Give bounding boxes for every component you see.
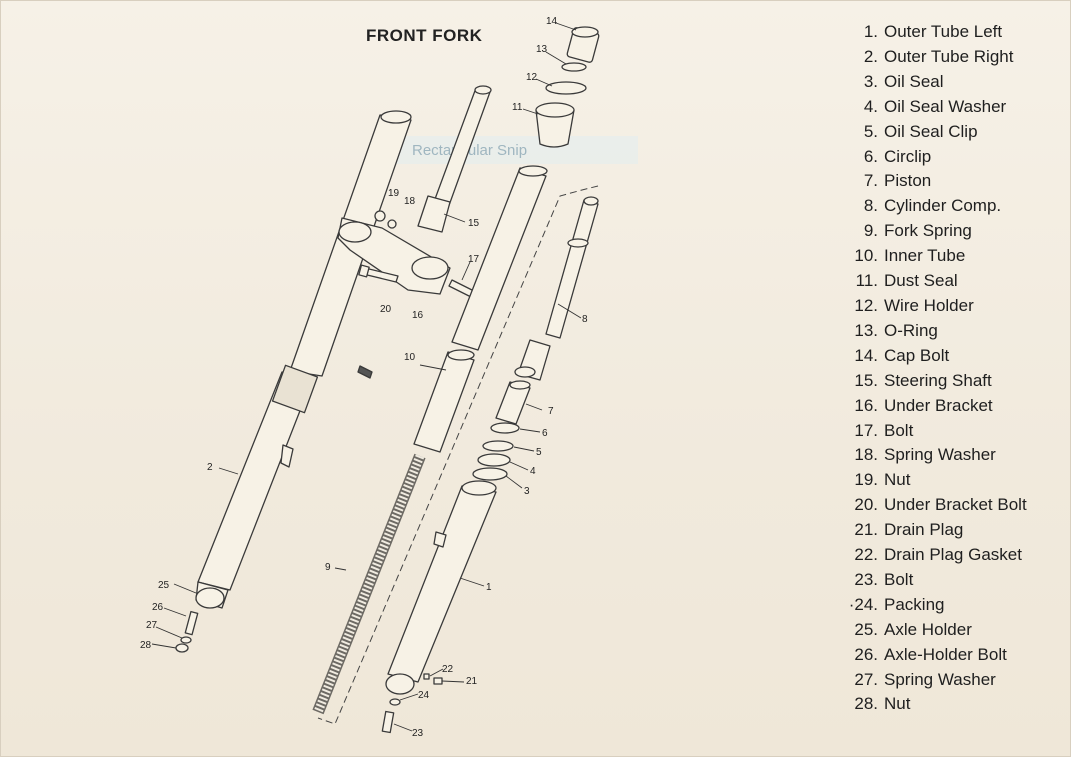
part-steering-shaft [417, 85, 492, 233]
callout-27: 27 [146, 620, 158, 631]
part-wire-holder [545, 81, 587, 95]
part-outer-tube-left [385, 480, 497, 695]
callout-13: 13 [536, 44, 548, 55]
leader-lines [151, 22, 582, 732]
part-axle-holder-bolt [184, 610, 199, 636]
legend-item: 28.Nut [854, 694, 911, 714]
legend-item: 15.Steering Shaft [854, 370, 992, 390]
legend-item: 5.Oil Seal Clip [863, 121, 978, 141]
callout-5: 5 [536, 447, 542, 458]
part-oil-seal [472, 467, 508, 481]
legend-item: 14.Cap Bolt [854, 345, 950, 365]
legend-item: 18.Spring Washer [854, 445, 996, 465]
callout-3: 3 [524, 486, 530, 497]
part-under-bracket [337, 210, 451, 295]
callout-23: 23 [412, 728, 424, 739]
part-fork-spring [312, 453, 426, 715]
part-circlip [490, 422, 520, 434]
legend-item: 7.Piston [863, 171, 932, 191]
diagram-title: FRONT FORK [366, 26, 483, 45]
part-outer-tube-right [195, 110, 412, 609]
callout-17: 17 [468, 254, 480, 265]
callout-7: 7 [548, 406, 554, 417]
part-nut-19 [357, 365, 373, 379]
callout-21: 21 [466, 676, 478, 687]
legend-item: 21.Drain Plag [854, 520, 964, 540]
legend-item: 20.Under Bracket Bolt [854, 495, 1027, 515]
callout-4: 4 [530, 466, 536, 477]
callout-16: 16 [412, 310, 424, 321]
legend-item: 2.Outer Tube Right [863, 46, 1014, 66]
callout-22: 22 [442, 664, 454, 675]
callout-24: 24 [418, 690, 430, 701]
callout-19: 19 [388, 188, 400, 199]
part-piston [495, 380, 531, 425]
legend-item: 22.Drain Plag Gasket [854, 545, 1022, 565]
part-bolt-23 [381, 710, 395, 734]
legend-item: 4.Oil Seal Washer [863, 96, 1007, 116]
callout-28: 28 [140, 640, 152, 651]
parts-legend: 1.Outer Tube Left 2.Outer Tube Right 3.O… [842, 20, 1027, 717]
callout-15: 15 [468, 218, 480, 229]
legend-item: 10.Inner Tube [854, 246, 966, 266]
part-packing [389, 698, 401, 706]
legend-item: 3.Oil Seal [863, 71, 944, 91]
legend-item: 12.Wire Holder [854, 295, 974, 315]
part-drain-plag-gasket [423, 673, 430, 680]
legend-item: 27.Spring Washer [854, 669, 996, 689]
part-cap-bolt [566, 26, 600, 63]
legend-item: 6.Circlip [863, 146, 932, 166]
legend-item: ·24.Packing [848, 594, 945, 614]
legend-item: 9.Fork Spring [863, 221, 972, 241]
part-dust-seal [535, 102, 575, 148]
callout-18: 18 [404, 196, 416, 207]
snip-tooltip: Rectangular Snip [376, 136, 638, 164]
part-oil-seal-clip [482, 440, 514, 452]
callout-26: 26 [152, 602, 164, 613]
callout-14: 14 [546, 16, 558, 27]
part-spring-washer-27 [180, 636, 192, 644]
part-oil-seal-washer [477, 453, 511, 467]
legend-item: 13.O-Ring [854, 320, 938, 340]
callout-6: 6 [542, 428, 548, 439]
legend-item: 25.Axle Holder [854, 619, 972, 639]
legend-item: 11.Dust Seal [855, 271, 958, 291]
callout-12: 12 [526, 72, 538, 83]
callout-8: 8 [582, 314, 588, 325]
part-under-bracket-bolt [358, 264, 399, 283]
legend-item: 1.Outer Tube Left [863, 22, 1003, 41]
part-o-ring [561, 62, 587, 72]
part-nut-28 [175, 643, 189, 653]
callout-9: 9 [325, 562, 331, 573]
callout-11: 11 [512, 102, 523, 113]
legend-item: 23.Bolt [854, 569, 914, 589]
callout-1: 1 [486, 582, 492, 593]
part-cylinder-comp [514, 196, 599, 381]
callout-20: 20 [380, 304, 392, 315]
callout-10: 10 [404, 352, 416, 363]
legend-item: 8.Cylinder Comp. [863, 196, 1002, 216]
part-inner-tube [413, 165, 548, 453]
legend-item: 26.Axle-Holder Bolt [854, 644, 1007, 664]
legend-item: 17.Bolt [854, 420, 914, 440]
part-drain-plag [433, 677, 443, 685]
callout-2: 2 [207, 462, 213, 473]
assembly-line [317, 185, 599, 725]
legend-item: 16.Under Bracket [854, 395, 993, 415]
legend-item: 19.Nut [854, 470, 911, 490]
callout-25: 25 [158, 580, 170, 591]
